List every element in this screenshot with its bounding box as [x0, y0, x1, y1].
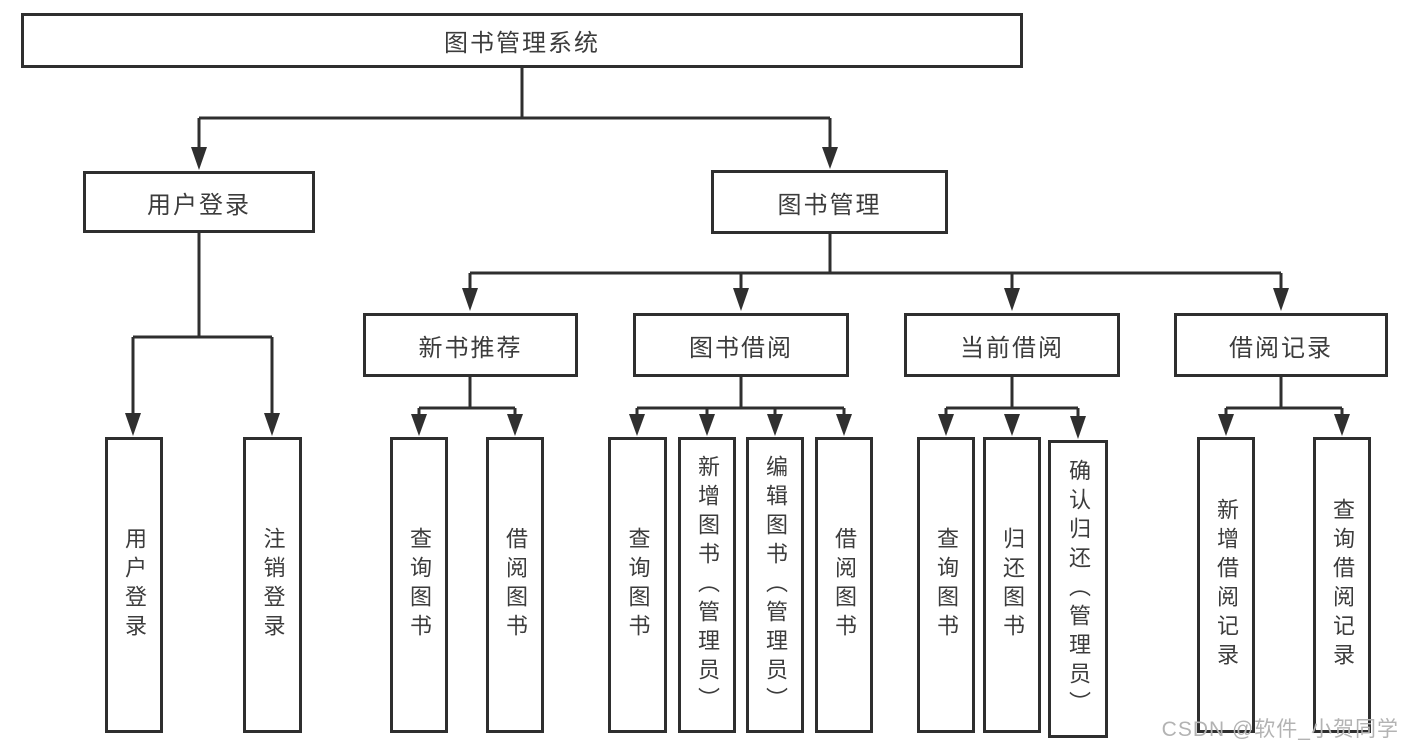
node-leaf-query-books-current-label: 查询图书: [934, 527, 959, 643]
node-leaf-add-books-admin-label: 新增图书（管理员）: [695, 454, 720, 716]
connector-borrow-record-children: [1218, 377, 1350, 436]
node-leaf-add-borrow-record: 新增借阅记录: [1197, 437, 1255, 733]
connector-line: [1224, 377, 1344, 416]
connector-line: [944, 377, 1080, 418]
csdn-watermark: CSDN @软件_小贺同学: [1161, 718, 1399, 741]
arrowhead-icon: [125, 413, 141, 436]
connector-line: [197, 68, 832, 150]
node-leaf-add-borrow-record-label: 新增借阅记录: [1214, 498, 1239, 672]
node-new-book-recommend: 新书推荐: [363, 313, 578, 377]
node-leaf-query-books-recommend-label: 查询图书: [407, 527, 432, 643]
node-book-borrowing: 图书借阅: [633, 313, 849, 377]
connector-line: [417, 377, 517, 416]
node-leaf-edit-books-admin: 编辑图书（管理员）: [746, 437, 804, 733]
node-borrowing-records-label: 借阅记录: [1229, 334, 1333, 362]
node-leaf-borrow-books: 借阅图书: [815, 437, 873, 733]
node-leaf-return-books-label: 归还图书: [1000, 527, 1025, 643]
node-leaf-query-books-recommend: 查询图书: [390, 437, 448, 733]
arrowhead-icon: [1004, 288, 1020, 311]
connector-root-to-level2: [191, 68, 838, 170]
connector-line: [468, 234, 1283, 290]
arrowhead-icon: [1004, 414, 1020, 436]
arrowhead-icon: [822, 147, 838, 169]
node-leaf-confirm-return-admin-label: 确认归还（管理员）: [1066, 458, 1091, 720]
node-leaf-query-books-current: 查询图书: [917, 437, 975, 733]
node-user-login: 用户登录: [83, 171, 315, 233]
arrowhead-icon: [836, 414, 852, 436]
connector-current-borrow-children: [938, 377, 1086, 439]
node-leaf-user-login-label: 用户登录: [122, 527, 147, 643]
node-user-login-label: 用户登录: [147, 191, 251, 219]
connector-new-book-rec-children: [411, 377, 523, 436]
node-library-system: 图书管理系统: [21, 13, 1023, 68]
node-leaf-edit-books-admin-label: 编辑图书（管理员）: [763, 454, 788, 716]
arrowhead-icon: [733, 288, 749, 311]
connector-book-borrow-children: [629, 377, 852, 436]
arrowhead-icon: [629, 414, 645, 436]
node-leaf-logout: 注销登录: [243, 437, 302, 733]
arrowhead-icon: [1218, 414, 1234, 436]
node-leaf-query-books-borrowing-label: 查询图书: [625, 527, 651, 643]
arrowhead-icon: [1070, 416, 1086, 439]
node-book-management: 图书管理: [711, 170, 948, 234]
node-new-book-recommend-label: 新书推荐: [418, 334, 523, 362]
arrowhead-icon: [1334, 414, 1350, 436]
arrowhead-icon: [938, 414, 954, 436]
node-current-borrowing-label: 当前借阅: [960, 334, 1064, 362]
arrowhead-icon: [1273, 288, 1289, 311]
connector-line: [635, 377, 846, 416]
arrowhead-icon: [411, 414, 427, 436]
arrowhead-icon: [462, 288, 478, 311]
connector-user-login-children: [125, 233, 280, 436]
node-leaf-query-borrow-record-label: 查询借阅记录: [1330, 498, 1355, 672]
node-leaf-return-books: 归还图书: [983, 437, 1041, 733]
arrowhead-icon: [507, 414, 523, 436]
node-library-system-label: 图书管理系统: [444, 30, 600, 57]
node-leaf-confirm-return-admin: 确认归还（管理员）: [1048, 440, 1108, 738]
node-leaf-borrow-books-recommend-label: 借阅图书: [503, 527, 528, 643]
node-leaf-user-login: 用户登录: [105, 437, 163, 733]
node-leaf-query-books-borrowing: 查询图书: [608, 437, 667, 733]
node-book-borrowing-label: 图书借阅: [689, 334, 793, 362]
connector-book-mgmt-to-level3: [462, 234, 1289, 311]
node-book-management-label: 图书管理: [777, 191, 882, 219]
node-borrowing-records: 借阅记录: [1174, 313, 1388, 377]
arrowhead-icon: [191, 147, 207, 170]
node-leaf-borrow-books-recommend: 借阅图书: [486, 437, 544, 733]
node-leaf-add-books-admin: 新增图书（管理员）: [678, 437, 736, 733]
arrowhead-icon: [264, 413, 280, 436]
node-leaf-query-borrow-record: 查询借阅记录: [1313, 437, 1371, 733]
arrowhead-icon: [699, 414, 715, 436]
arrowhead-icon: [767, 414, 783, 436]
node-leaf-borrow-books-label: 借阅图书: [832, 527, 857, 643]
node-current-borrowing: 当前借阅: [904, 313, 1120, 377]
connector-line: [131, 233, 274, 416]
node-leaf-logout-label: 注销登录: [260, 527, 286, 643]
